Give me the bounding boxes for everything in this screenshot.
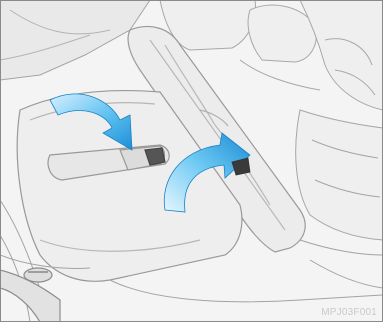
figure-code-label: MPJ03F001 [321, 307, 377, 318]
